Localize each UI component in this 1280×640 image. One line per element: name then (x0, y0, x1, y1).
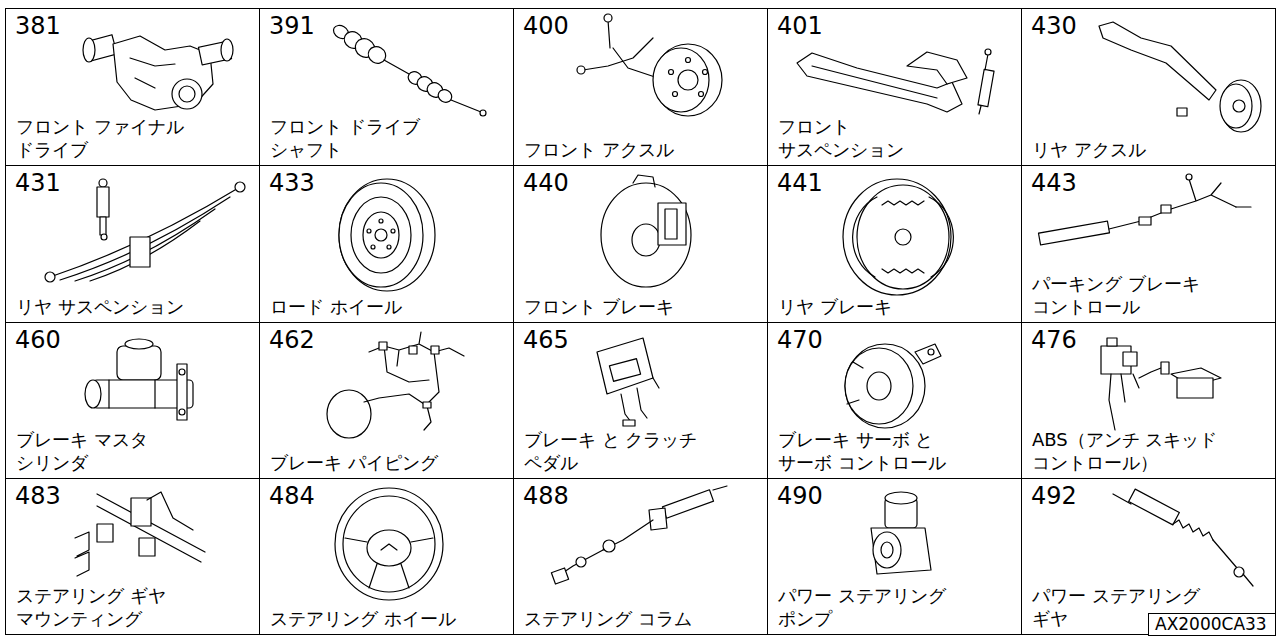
catalog-cell: 462 ブレーキ パイピング (259, 322, 514, 479)
catalog-cell: 440 フロント ブレーキ (513, 165, 768, 323)
drawing-code-box: AX2000CA33 (1148, 613, 1276, 636)
section-name: フロント サスペンション (778, 116, 922, 161)
catalog-cell: 465 ブレーキ と クラッチ ペダル (513, 322, 768, 479)
section-name: ステアリング ギヤ マウンティング (16, 585, 187, 630)
section-number: 460 (15, 327, 61, 353)
catalog-cell: 433 ロード ホイール (259, 165, 514, 323)
section-name: ブレーキ マスタ シリンダ (16, 429, 169, 474)
section-number: 443 (1031, 170, 1077, 196)
section-name: ブレーキ パイピング (270, 452, 438, 475)
catalog-cell: 400 フロント アクスル (513, 8, 768, 166)
section-number: 462 (269, 327, 315, 353)
section-number: 441 (777, 170, 823, 196)
catalog-cell: 443 パーキング ブレーキ コントロール (1021, 165, 1276, 323)
section-number: 488 (523, 483, 569, 509)
final-drive-figure (83, 35, 233, 110)
brake-piping-figure (327, 332, 464, 438)
catalog-cell: 476ABS（アンチ スキッド コントロール） (1021, 322, 1276, 479)
catalog-cell: 483 ステアリング ギヤ マウンティング (5, 478, 260, 635)
section-name: パーキング ブレーキ コントロール (1032, 273, 1221, 318)
rear-brake-figure (843, 179, 953, 295)
catalog-cell: 490 パワー ステアリング ポンプ (767, 478, 1022, 635)
section-number: 465 (523, 327, 569, 353)
drive-shaft-figure (331, 23, 486, 116)
section-name: ABS（アンチ スキッド コントロール） (1032, 429, 1237, 474)
catalog-cell: 391 フロント ドライブ シャフト (259, 8, 514, 166)
steering-mount-figure (75, 492, 205, 576)
front-axle-figure (577, 14, 722, 116)
section-number: 433 (269, 170, 315, 196)
ps-gear-figure (1113, 489, 1253, 586)
section-name: ステアリング コラム (524, 608, 692, 631)
section-name: フロント ドライブ シャフト (270, 116, 441, 161)
steering-column-figure (551, 486, 727, 584)
front-suspension-figure (797, 49, 994, 114)
section-number: 400 (523, 13, 569, 39)
ps-pump-figure (871, 492, 931, 574)
catalog-cell: 441 リヤ ブレーキ (767, 165, 1022, 323)
section-name: フロント ファイナル ドライブ (16, 116, 205, 161)
catalog-cell: 431 リヤ サスペンション (5, 165, 260, 323)
catalog-cell: 460 ブレーキ マスタ シリンダ (5, 322, 260, 479)
section-name: ステアリング ホイール (270, 608, 456, 631)
section-name: リヤ サスペンション (16, 296, 184, 319)
master-cylinder-figure (85, 339, 193, 420)
section-name: ロード ホイール (270, 296, 402, 319)
catalog-cell: 401 フロント サスペンション (767, 8, 1022, 166)
catalog-cell: 484 ステアリング ホイール (259, 478, 514, 635)
front-brake-figure (601, 175, 691, 287)
steering-wheel-figure (335, 488, 443, 600)
section-name: フロント ブレーキ (524, 296, 674, 319)
catalog-cell: 492パワー ステアリング ギヤ (1021, 478, 1276, 635)
section-number: 476 (1031, 327, 1077, 353)
section-name: パワー ステアリング ポンプ (778, 585, 967, 630)
section-number: 484 (269, 483, 315, 509)
section-name: リヤ アクスル (1032, 139, 1146, 162)
brake-servo-figure (845, 344, 941, 428)
catalog-cell: 470 ブレーキ サーボ と サーボ コントロール (767, 322, 1022, 479)
section-number: 490 (777, 483, 823, 509)
drawing-code: AX2000CA33 (1149, 614, 1273, 634)
section-name: ブレーキ サーボ と サーボ コントロール (778, 429, 967, 474)
rear-axle-figure (1099, 22, 1261, 132)
section-name: フロント アクスル (524, 139, 674, 162)
section-number: 483 (15, 483, 61, 509)
section-number: 470 (777, 327, 823, 353)
abs-figure (1101, 338, 1221, 430)
section-number: 430 (1031, 13, 1077, 39)
section-number: 381 (15, 13, 61, 39)
section-number: 431 (15, 170, 61, 196)
catalog-cell: 488 ステアリング コラム (513, 478, 768, 635)
section-number: 401 (777, 13, 823, 39)
section-name: ブレーキ と クラッチ ペダル (524, 429, 722, 474)
rear-suspension-figure (45, 179, 245, 282)
pedal-figure (597, 338, 659, 426)
catalog-cell: 381 フロント ファイナル ドライブ (5, 8, 260, 166)
section-number: 440 (523, 170, 569, 196)
catalog-cell: 430 リヤ アクスル (1021, 8, 1276, 166)
section-name: リヤ ブレーキ (778, 296, 892, 319)
road-wheel-figure (339, 179, 435, 291)
section-number: 492 (1031, 483, 1077, 509)
section-number: 391 (269, 13, 315, 39)
